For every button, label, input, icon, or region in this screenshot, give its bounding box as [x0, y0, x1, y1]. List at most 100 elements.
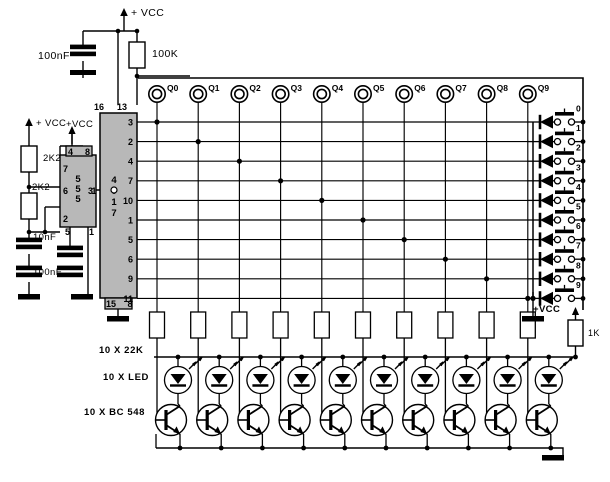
switch-contact-right[interactable]: [567, 177, 576, 185]
switch-actuator-bar[interactable]: [555, 190, 574, 194]
resistor-1k-group: [567, 307, 584, 357]
matrix-rows: [137, 121, 528, 299]
junction-dot: [134, 73, 140, 79]
matrix-junction-dot: [278, 178, 284, 184]
switch-actuator-bar[interactable]: [555, 288, 574, 292]
switch-contact-left[interactable]: [553, 137, 562, 146]
output-stage-q2: [231, 311, 286, 451]
switch-contact-right[interactable]: [567, 235, 576, 244]
switch-label: 8: [576, 260, 581, 270]
ic555-pin-7: 7: [63, 164, 68, 174]
junction-dot: [134, 28, 140, 34]
q-terminal-q0[interactable]: [148, 85, 167, 104]
switch-contact-left[interactable]: [553, 177, 562, 185]
matrix-junction-dot: [319, 197, 325, 203]
ic555-name: 5 5 5: [75, 174, 81, 205]
q-terminal-q9[interactable]: [518, 85, 537, 104]
ic4017-output-pin: 4: [128, 157, 133, 167]
junction-dot: [580, 217, 586, 223]
label-1k: 1K: [588, 328, 600, 338]
switch-contact-left[interactable]: [553, 157, 562, 165]
clock-input-marker: [110, 186, 118, 194]
transistor-collector-lead: [371, 405, 387, 416]
switch-contact-left[interactable]: [553, 294, 562, 303]
ground-left: [18, 294, 40, 300]
diode-anode-triangle: [540, 213, 553, 227]
label-vcc-right: +VCC: [533, 304, 560, 315]
switch-actuator-bar[interactable]: [555, 229, 574, 234]
q-terminal-label: Q0: [167, 83, 179, 93]
label-10xled: 10 X LED: [103, 372, 149, 383]
switch-contact-left[interactable]: [553, 275, 562, 283]
led-anode-triangle: [376, 374, 392, 384]
switch-stage-0: 0: [528, 104, 586, 130]
switch-contact-left[interactable]: [553, 255, 562, 263]
label-10nf: 10nF: [33, 232, 56, 243]
switch-contact-right[interactable]: [567, 118, 576, 126]
q-terminal-label: Q9: [538, 83, 550, 93]
switch-actuator-bar[interactable]: [555, 151, 574, 155]
led-anode-triangle: [335, 374, 351, 384]
switch-actuator-bar[interactable]: [555, 170, 574, 175]
ic555-pin-6: 6: [63, 186, 68, 196]
q-terminal-q2[interactable]: [230, 85, 249, 104]
switch-stage-9: 9: [528, 280, 586, 306]
capacitor-100nf-top: [70, 44, 96, 75]
capacitor-555-ctrl: [57, 245, 83, 258]
transistor-emitter-arrow: [338, 426, 345, 434]
label-10xbc548: 10 X BC 548: [84, 407, 145, 418]
junction-dot: [580, 198, 586, 203]
q-terminal-q4[interactable]: [312, 85, 331, 104]
switch-contact-right[interactable]: [567, 196, 576, 205]
junction-dot: [580, 256, 586, 262]
q-terminal-q3[interactable]: [271, 85, 290, 104]
resistor-22k: [148, 311, 166, 339]
q-terminal-label: Q1: [208, 83, 220, 93]
switch-actuator-bar[interactable]: [555, 268, 574, 273]
switch-contact-right[interactable]: [567, 216, 576, 224]
switch-contact-right[interactable]: [567, 157, 576, 165]
transistor-emitter-arrow: [502, 426, 510, 434]
ic555-pin-3: 3: [88, 186, 93, 196]
collector-wire: [548, 403, 552, 407]
transistor-collector-lead: [412, 405, 428, 416]
q-terminal-q1[interactable]: [189, 85, 208, 104]
switch-label: 7: [576, 241, 581, 251]
q-terminal-q5[interactable]: [353, 85, 372, 104]
switch-contact-left[interactable]: [553, 196, 562, 205]
ic4017-output-pin: 3: [128, 117, 133, 127]
ground-rail-end: [550, 447, 564, 455]
switch-actuator-bar[interactable]: [555, 210, 574, 214]
output-stage-q5: [354, 311, 409, 451]
ground-switch-rail: [522, 316, 544, 322]
switch-contact-right[interactable]: [567, 255, 576, 263]
switch-label: 9: [576, 280, 581, 290]
q-terminal-q7[interactable]: [436, 85, 455, 104]
ground-555: [71, 294, 93, 300]
q-terminal-q8[interactable]: [477, 85, 496, 104]
transistor-collector-lead: [247, 405, 263, 416]
ic4017-pin-8: 8: [127, 299, 132, 309]
switch-actuator-bar[interactable]: [555, 131, 574, 136]
switch-actuator-bar[interactable]: [555, 112, 574, 116]
switch-contact-left[interactable]: [553, 216, 562, 224]
vcc-arrow-left: [25, 118, 33, 140]
transistor-collector-lead: [289, 405, 305, 416]
vcc-arrow-555: [68, 126, 76, 144]
switch-contact-right[interactable]: [567, 275, 576, 283]
switch-label: 1: [576, 123, 581, 133]
switch-contact-right[interactable]: [567, 294, 576, 303]
q-terminal-q6[interactable]: [395, 85, 414, 104]
switch-contact-left[interactable]: [553, 235, 562, 244]
q-terminal-label: Q4: [332, 83, 344, 93]
resistor-100k: [128, 41, 146, 69]
transistor-emitter-arrow: [461, 426, 469, 434]
ic4017-pin-15: 15: [106, 299, 116, 309]
switch-contact-right[interactable]: [567, 137, 576, 146]
switch-label: 5: [576, 202, 581, 212]
transistor-collector-lead: [165, 405, 181, 416]
switch-label: 4: [576, 182, 581, 192]
switch-actuator-bar[interactable]: [555, 249, 574, 253]
switch-contact-left[interactable]: [553, 118, 562, 126]
